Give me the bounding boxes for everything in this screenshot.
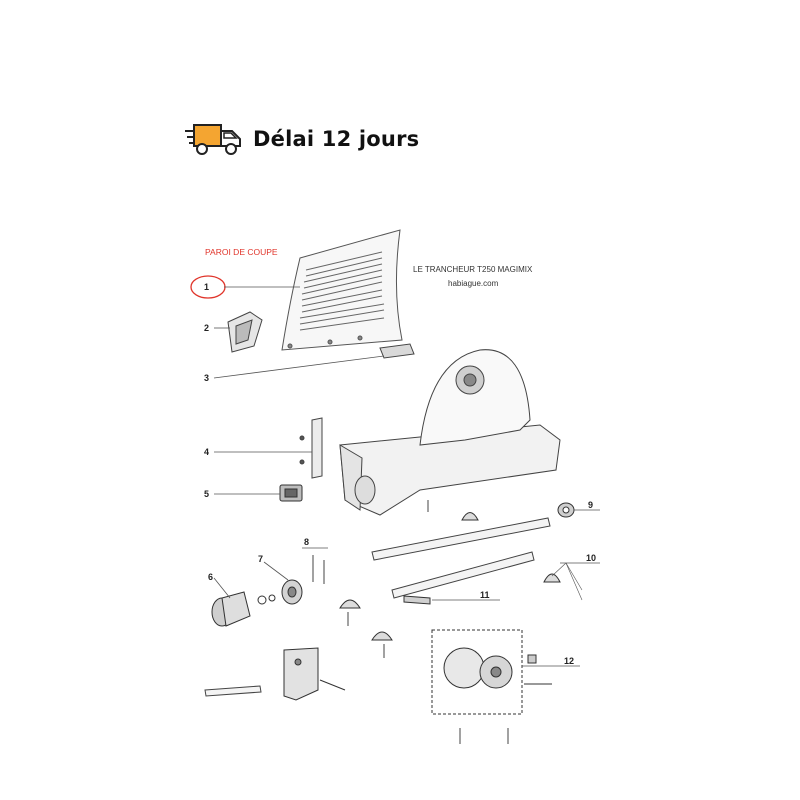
callout-4: 4 [204,447,209,457]
product-title: LE TRANCHEUR T250 MAGIMIX [413,265,533,274]
delivery-banner: Délai 12 jours [185,122,419,156]
callout-8: 8 [304,537,309,547]
callout-11: 11 [480,590,490,600]
callout-6: 6 [208,572,213,582]
callout-9: 9 [588,500,593,510]
part-plate [379,343,415,359]
delivery-truck-icon [185,124,241,155]
part-control-bracket [283,647,346,701]
part-feet [339,512,561,641]
loose-screws [347,500,509,744]
website-label: habiague.com [448,279,499,288]
part-slicer-body [339,349,561,516]
part-knob [211,591,251,627]
part-small-bracket [403,595,431,605]
callout-2: 2 [204,323,209,333]
part-gear [257,579,303,605]
callout-10: 10 [586,553,596,563]
callout-12: 12 [564,656,574,666]
callout-5: 5 [204,489,209,499]
part-bushing [557,502,575,518]
callout-1: 1 [204,282,209,292]
delivery-delay-text: Délai 12 jours [253,127,420,151]
part-rods [204,517,551,697]
part-side-plate [299,417,323,479]
callout-7: 7 [258,554,263,564]
part-switch [279,484,303,502]
section-title: PAROI DE COUPE [205,247,278,257]
part-motor [431,629,552,715]
part-bracket [227,311,263,353]
part-pins [312,555,325,584]
callout-3: 3 [204,373,209,383]
part-cutting-wall [281,229,403,351]
